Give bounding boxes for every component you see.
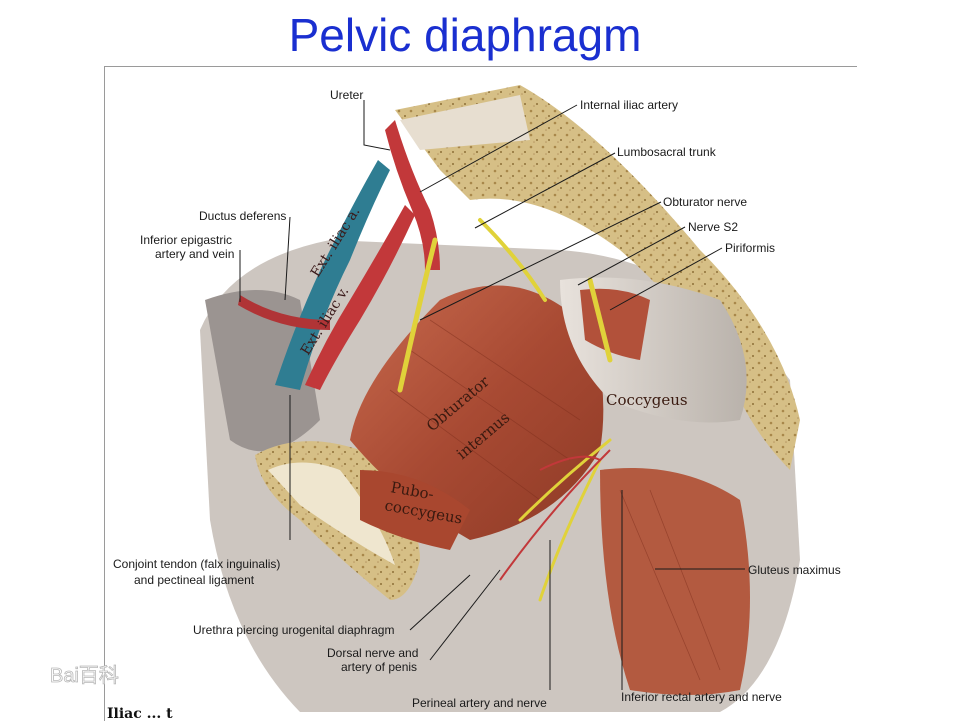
pelvic-muscles — [350, 277, 750, 695]
label-ureter: Ureter — [330, 88, 363, 102]
small-arteries — [499, 449, 611, 581]
sacrum-bone — [395, 85, 800, 470]
coccygeus-text: Coccygeus — [606, 391, 688, 409]
label-lumbosacral-trunk: Lumbosacral trunk — [617, 145, 717, 159]
label-inferior-epigastric-1: Inferior epigastric — [140, 233, 232, 247]
label-inferior-rectal: Inferior rectal artery and nerve — [621, 690, 782, 704]
label-gluteus-maximus: Gluteus maximus — [748, 563, 841, 577]
iliac-vessels — [238, 120, 440, 390]
label-conjoint-2: and pectineal ligament — [134, 573, 255, 587]
label-nerve-s2: Nerve S2 — [688, 220, 738, 234]
label-piriformis: Piriformis — [725, 241, 775, 255]
leader-lines — [239, 100, 745, 690]
label-dorsal-1: Dorsal nerve and — [327, 646, 418, 660]
label-urethra: Urethra piercing urogenital diaphragm — [193, 623, 394, 637]
page-title: Pelvic diaphragm — [288, 9, 642, 61]
label-perineal: Perineal artery and nerve — [412, 696, 547, 710]
nerves — [397, 218, 613, 602]
bottom-caption-fragment: Iliac ... t — [107, 706, 173, 720]
label-ductus-deferens: Ductus deferens — [199, 209, 286, 223]
label-internal-iliac-artery: Internal iliac artery — [580, 98, 678, 112]
label-conjoint-1: Conjoint tendon (falx inguinalis) — [113, 557, 280, 571]
watermark-logo: Bai百科 — [50, 664, 119, 687]
label-dorsal-2: artery of penis — [341, 660, 417, 674]
label-inferior-epigastric-2: artery and vein — [155, 247, 234, 261]
label-obturator-nerve: Obturator nerve — [663, 195, 747, 209]
